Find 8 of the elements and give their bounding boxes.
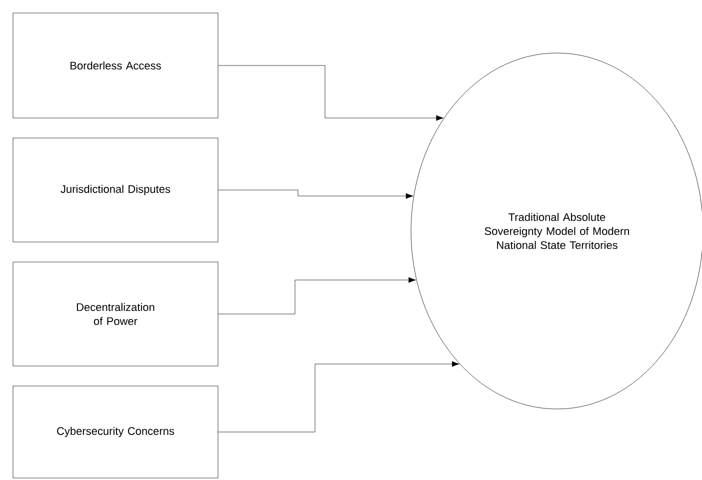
text-box: Borderless Access	[12, 12, 218, 118]
text-box: Cybersecurity Concerns	[12, 386, 218, 478]
arrow	[218, 190, 414, 199]
arrow	[218, 65, 444, 121]
arrow	[218, 361, 460, 432]
text-box: Jurisdictional Disputes	[12, 138, 218, 242]
text-box: Decentralization of Power	[12, 262, 218, 366]
arrow	[218, 277, 416, 314]
